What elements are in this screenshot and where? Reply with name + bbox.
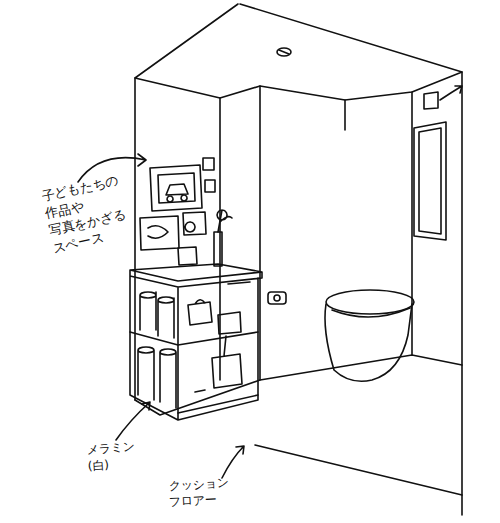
car-drawing xyxy=(166,184,188,202)
wall-switch xyxy=(424,92,438,109)
leader-arrow-2 xyxy=(116,402,150,440)
window xyxy=(414,122,446,240)
toilet-bowl-rim xyxy=(326,290,414,314)
leader-arrow-3 xyxy=(222,446,244,478)
tissue-box xyxy=(188,300,212,325)
picture-frame xyxy=(150,165,202,211)
shelf-unit xyxy=(130,264,262,420)
toilet-seat-line xyxy=(332,308,410,317)
cleaning-box xyxy=(212,336,242,388)
shelf-handle xyxy=(195,390,205,392)
roll-stack-2 xyxy=(158,297,174,338)
wall-edges xyxy=(135,72,462,515)
wall-space-note: 子どもたちの 作品や 写真をかざる スペース xyxy=(40,169,145,257)
picture-frame-3 xyxy=(183,212,206,235)
flower xyxy=(217,210,232,232)
ceiling-light-mark xyxy=(279,50,289,54)
small-frames xyxy=(203,158,215,192)
roll-stack xyxy=(140,292,156,330)
switch-arrow xyxy=(440,86,462,100)
picture-frame-2 xyxy=(140,216,179,250)
roll-stack-4 xyxy=(160,349,176,408)
basket xyxy=(218,312,241,334)
floor-lines xyxy=(135,355,462,495)
paper-holder xyxy=(268,292,286,304)
ceiling-light xyxy=(277,48,291,56)
shelf-boards xyxy=(130,332,258,413)
photo-stand xyxy=(178,247,197,265)
ceiling-lines xyxy=(135,4,462,100)
roll-stack-3 xyxy=(138,347,154,400)
counter-edge-mark xyxy=(228,282,250,284)
paper-holder-roll xyxy=(274,295,280,301)
vase xyxy=(214,232,222,266)
floor-note: クッション フロアー xyxy=(168,474,246,510)
material-note: メラミン (白) xyxy=(86,438,150,475)
toilet-bowl xyxy=(325,304,412,381)
